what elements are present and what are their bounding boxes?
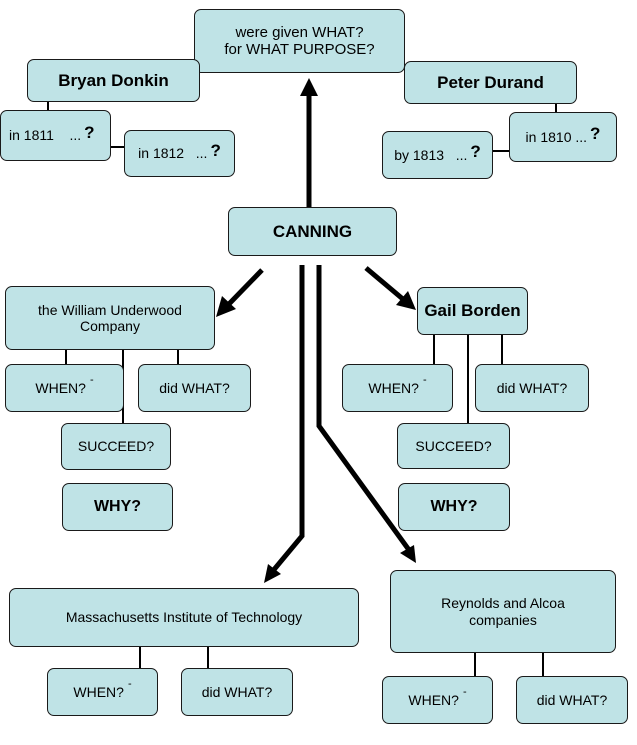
- node-reynolds-alcoa-label: Reynolds and Alcoa companies: [441, 595, 565, 628]
- question-mark: ?: [590, 124, 601, 144]
- question-mark: ?: [210, 140, 221, 160]
- node-mit: Massachusetts Institute of Technology: [9, 588, 359, 647]
- node-borden-why: WHY?: [398, 483, 510, 531]
- node-top-question-label: were given WHAT? for WHAT PURPOSE?: [224, 23, 375, 58]
- node-bryan-donkin: Bryan Donkin: [27, 59, 200, 102]
- question-mark: ?: [470, 142, 481, 162]
- connector-canning-borden: [364, 266, 406, 302]
- node-gail-borden-label: Gail Borden: [424, 301, 521, 321]
- connector-canning-mit: [270, 265, 305, 574]
- node-peter-durand-label: Peter Durand: [437, 72, 544, 92]
- node-borden-succeed-label: SUCCEED?: [415, 437, 492, 454]
- node-bryan-donkin-label: Bryan Donkin: [58, 70, 169, 90]
- arrowhead-borden: [396, 291, 416, 310]
- node-mit-when-label: WHEN?: [73, 683, 124, 700]
- node-top-question: were given WHAT? for WHAT PURPOSE?: [194, 9, 405, 73]
- arrowhead-underwood: [216, 296, 236, 317]
- tick-mark: -: [462, 685, 467, 698]
- node-canning-label: CANNING: [272, 221, 353, 241]
- node-underwood-succeed: SUCCEED?: [61, 423, 171, 470]
- node-mit-when: WHEN? -: [47, 668, 158, 716]
- node-canning: CANNING: [228, 207, 397, 256]
- node-underwood-what-label: did WHAT?: [159, 379, 230, 396]
- node-borden-why-label: WHY?: [430, 497, 478, 515]
- node-reynolds-what-label: did WHAT?: [536, 691, 608, 708]
- arrowhead-top: [300, 78, 318, 96]
- node-durand-1810: in 1810 ... ?: [509, 112, 617, 162]
- node-borden-when-label: WHEN?: [368, 379, 419, 396]
- node-mit-what-label: did WHAT?: [201, 683, 273, 700]
- question-mark: ?: [84, 122, 95, 142]
- node-william-underwood-label: the William Underwood Company: [38, 301, 182, 334]
- node-borden-what-label: did WHAT?: [496, 379, 568, 396]
- arrowhead-reynolds: [400, 545, 416, 563]
- node-underwood-when: WHEN? -: [5, 364, 124, 412]
- node-borden-what: did WHAT?: [475, 364, 589, 412]
- node-reynolds-alcoa: Reynolds and Alcoa companies: [390, 570, 616, 653]
- node-underwood-when-label: WHEN?: [35, 379, 86, 396]
- tick-mark: -: [89, 373, 94, 386]
- arrowhead-mit: [264, 564, 281, 583]
- node-underwood-what: did WHAT?: [138, 364, 251, 412]
- node-reynolds-what: did WHAT?: [516, 676, 628, 724]
- connector-canning-underwood: [226, 268, 264, 307]
- node-reynolds-when: WHEN? -: [382, 676, 493, 724]
- node-peter-durand: Peter Durand: [404, 61, 577, 104]
- node-durand-1813-label: by 1813 ...: [394, 146, 468, 163]
- node-william-underwood: the William Underwood Company: [5, 286, 215, 350]
- tick-mark: -: [127, 677, 132, 690]
- node-borden-when: WHEN? -: [342, 364, 453, 412]
- node-reynolds-when-label: WHEN?: [408, 691, 459, 708]
- connector-canning-reynolds: [316, 265, 412, 552]
- node-underwood-succeed-label: SUCCEED?: [77, 438, 155, 455]
- node-durand-1813: by 1813 ... ?: [382, 131, 493, 179]
- node-donkin-1812: in 1812 ... ?: [124, 130, 235, 177]
- node-donkin-1812-label: in 1812 ...: [138, 145, 208, 162]
- tick-mark: -: [422, 373, 427, 386]
- node-donkin-1811-label: in 1811 ...: [9, 127, 82, 144]
- node-mit-what: did WHAT?: [181, 668, 293, 716]
- node-gail-borden: Gail Borden: [417, 287, 528, 335]
- node-underwood-why: WHY?: [62, 483, 173, 531]
- node-borden-succeed: SUCCEED?: [397, 423, 510, 469]
- node-donkin-1811: in 1811 ... ?: [0, 110, 111, 161]
- node-mit-label: Massachusetts Institute of Technology: [65, 609, 303, 626]
- node-underwood-why-label: WHY?: [93, 497, 142, 515]
- node-durand-1810-label: in 1810 ...: [525, 128, 588, 145]
